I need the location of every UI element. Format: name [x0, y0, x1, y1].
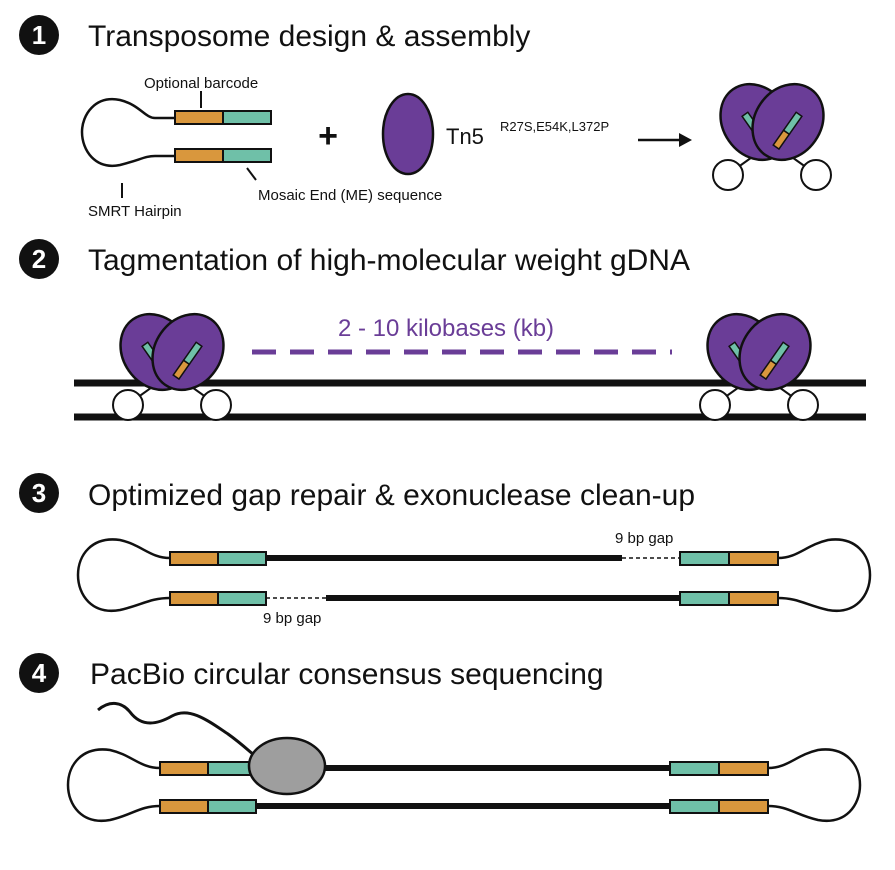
me-segment [207, 799, 257, 814]
arrow-icon [638, 133, 692, 147]
step-2-number: 2 [32, 244, 46, 274]
me-pointer [246, 167, 257, 181]
step-4-number: 4 [32, 658, 47, 688]
step-3-badge [19, 473, 59, 513]
step-2: 2 Tagmentation of high-molecular weight … [19, 239, 866, 422]
barcode-segment-top [174, 110, 224, 125]
step-2-title: Tagmentation of high-molecular weight gD… [88, 244, 690, 277]
gap-label-top: 9 bp gap [615, 530, 673, 547]
hairpin-right [767, 748, 862, 823]
barcode-segment [169, 591, 219, 606]
step-3-number: 3 [32, 478, 46, 508]
barcode-segment-bottom [174, 148, 224, 163]
barcode-segment [718, 761, 769, 776]
me-segment [669, 799, 720, 814]
barcode-segment [169, 551, 219, 566]
transposome-complex-icon [704, 69, 840, 192]
me-segment [679, 591, 730, 606]
gap-label-bottom: 9 bp gap [263, 610, 321, 627]
barcode-segment [728, 551, 779, 566]
barcode-label: Optional barcode [144, 75, 258, 92]
me-label: Mosaic End (ME) sequence [258, 187, 442, 204]
step-3: 3 Optimized gap repair & exonuclease cle… [19, 473, 872, 627]
tn5-protein-icon [381, 92, 435, 176]
barcode-segment [718, 799, 769, 814]
me-segment-bottom [222, 148, 272, 163]
me-segment [669, 761, 720, 776]
hairpin-left [66, 748, 161, 823]
me-segment-top [222, 110, 272, 125]
barcode-segment [159, 799, 209, 814]
polymerase-icon [247, 736, 327, 796]
step-4: 4 PacBio circular consensus sequencing [19, 653, 862, 823]
step-1-number: 1 [32, 20, 46, 50]
me-segment [217, 591, 267, 606]
me-segment [679, 551, 730, 566]
tn5-label: Tn5 [446, 124, 484, 149]
transposome-right-icon [691, 299, 827, 422]
step-4-badge [19, 653, 59, 693]
barcode-segment [159, 761, 209, 776]
fragment-length-label: 2 - 10 kilobases (kb) [338, 315, 554, 342]
step-3-title: Optimized gap repair & exonuclease clean… [88, 479, 695, 512]
hairpin-label: SMRT Hairpin [88, 203, 182, 220]
nascent-read-strand [97, 702, 261, 762]
transposome-left-icon [104, 299, 240, 422]
barcode-segment [728, 591, 779, 606]
step-1: 1 Transposome design & assembly Optional… [19, 15, 840, 220]
tn5-mutations-label: R27S,E54K,L372P [500, 119, 609, 134]
adapter-hairpin [80, 91, 272, 198]
hairpin-right [777, 538, 872, 613]
hairpin-left [76, 538, 171, 613]
step-4-title: PacBio circular consensus sequencing [90, 658, 604, 691]
step-1-title: Transposome design & assembly [88, 20, 530, 53]
step-2-badge [19, 239, 59, 279]
step-1-badge [19, 15, 59, 55]
plus-sign: + [318, 117, 338, 155]
me-segment [217, 551, 267, 566]
